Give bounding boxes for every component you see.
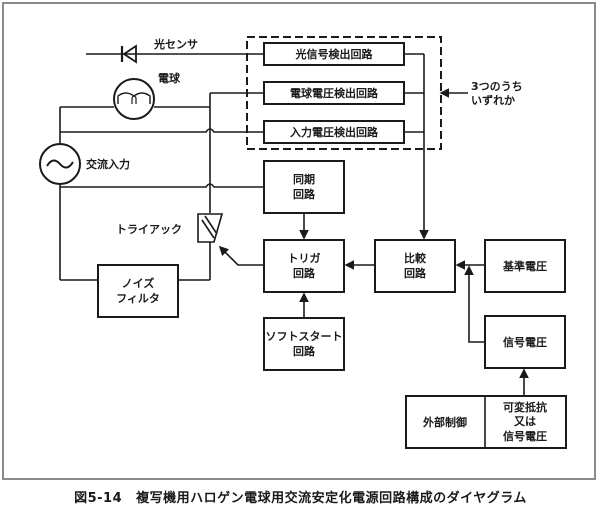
box-soft-start <box>263 317 345 371</box>
text-sync-2: 回路 <box>293 187 316 201</box>
label-photo-sensor: 光センサ <box>153 37 198 51</box>
text-sync-1: 同期 <box>293 172 315 186</box>
text-compare-2: 回路 <box>404 266 427 280</box>
box-trigger-circuit <box>263 239 345 293</box>
text-soft-start-2: 回路 <box>293 344 316 358</box>
text-compare-1: 比較 <box>404 251 427 265</box>
figure-caption: 図5-14 複写機用ハロゲン電球用交流安定化電源回路構成のダイヤグラム <box>0 487 601 506</box>
text-variable-2: 又は <box>513 415 536 428</box>
text-external-control: 外部制御 <box>422 415 467 429</box>
label-triac: トライアック <box>116 223 182 236</box>
label-ac-input: 交流入力 <box>86 157 130 171</box>
text-signal-voltage: 信号電圧 <box>503 335 547 349</box>
bulb-icon <box>113 78 155 120</box>
label-one-of-three-1: 3つのうち <box>471 80 523 93</box>
label-bulb: 電球 <box>158 71 181 85</box>
text-trigger-1: トリガ <box>288 251 321 265</box>
box-compare-circuit <box>374 239 456 293</box>
text-input-voltage-detect: 入力電圧検出回路 <box>290 125 379 139</box>
box-noise-filter <box>97 264 179 318</box>
figure-caption-text: 複写機用ハロゲン電球用交流安定化電源回路構成のダイヤグラム <box>136 491 527 506</box>
text-bulb-voltage-detect: 電球電圧検出回路 <box>290 86 379 100</box>
ac-source-icon <box>39 143 81 185</box>
text-light-signal-detect: 光信号検出回路 <box>295 47 374 61</box>
text-trigger-2: 回路 <box>293 266 316 280</box>
text-soft-start-1: ソフトスタート <box>266 330 343 343</box>
label-one-of-three-2: いずれか <box>471 93 515 107</box>
text-noise-filter-2: フィルタ <box>116 292 160 305</box>
text-reference-voltage: 基準電圧 <box>502 259 547 273</box>
triac-icon <box>197 213 224 243</box>
text-noise-filter-1: ノイズ <box>122 276 155 290</box>
box-reference-voltage <box>484 239 566 293</box>
text-variable-3: 信号電圧 <box>503 429 547 443</box>
text-variable-1: 可変抵抗 <box>503 400 547 414</box>
figure-number: 図5-14 <box>74 491 123 506</box>
photodiode-icon <box>120 44 137 64</box>
box-sync-circuit <box>263 160 345 214</box>
box-external-control <box>405 395 567 449</box>
